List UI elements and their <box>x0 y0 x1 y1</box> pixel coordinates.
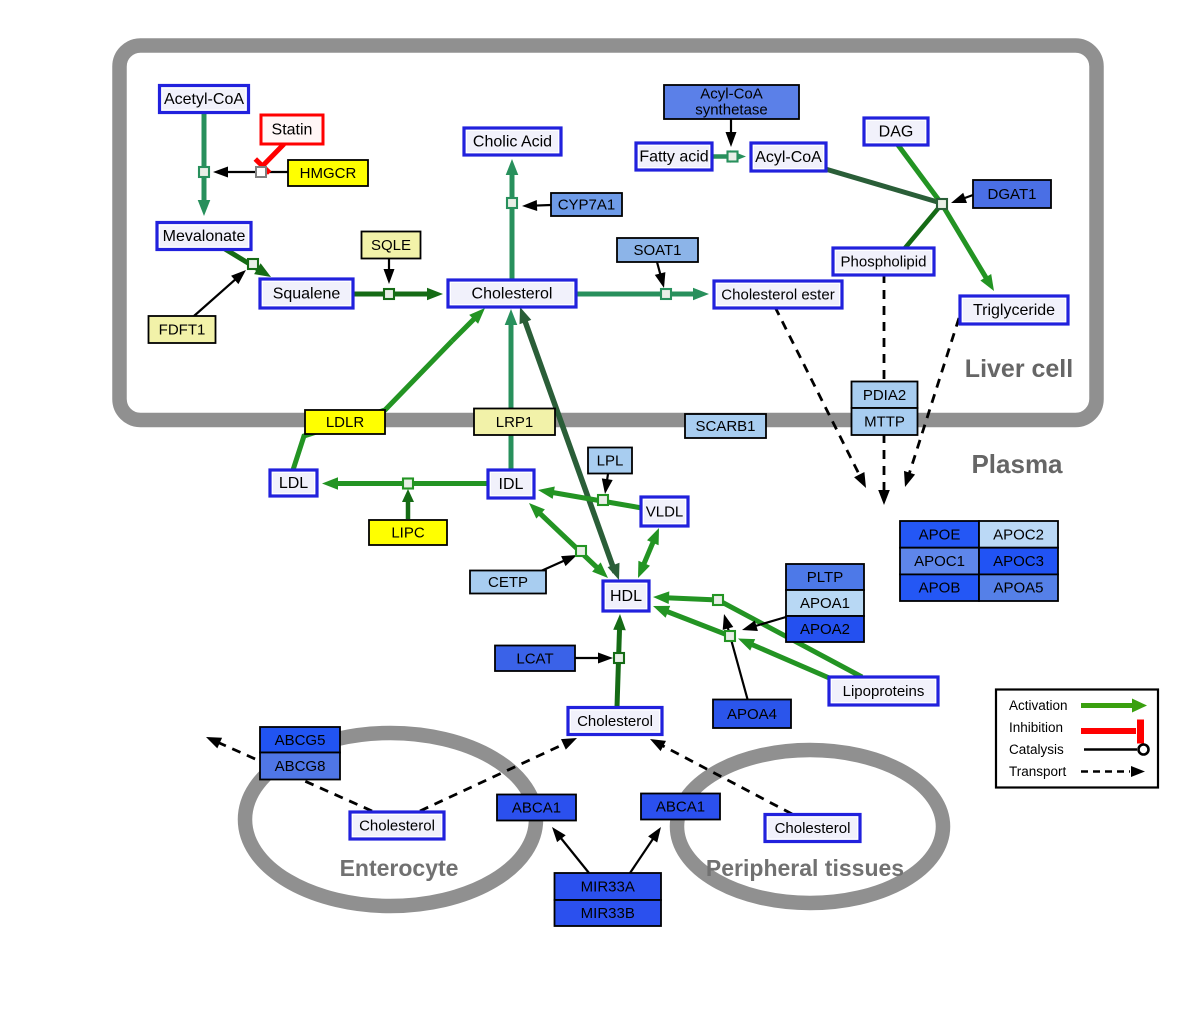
svg-text:MTTP: MTTP <box>864 414 905 431</box>
svg-text:Fatty acid: Fatty acid <box>639 149 708 166</box>
svg-text:MIR33B: MIR33B <box>581 905 635 922</box>
svg-text:Cholesterol: Cholesterol <box>577 713 653 730</box>
svg-text:DAG: DAG <box>879 124 914 141</box>
svg-text:Enterocyte: Enterocyte <box>340 855 459 881</box>
svg-text:APOC1: APOC1 <box>914 553 965 570</box>
svg-text:Catalysis: Catalysis <box>1009 742 1064 757</box>
svg-text:Triglyceride: Triglyceride <box>973 302 1055 319</box>
svg-text:SCARB1: SCARB1 <box>695 418 755 435</box>
svg-text:ABCG8: ABCG8 <box>275 758 326 775</box>
svg-text:Liver cell: Liver cell <box>965 355 1073 383</box>
svg-text:ABCA1: ABCA1 <box>656 799 705 816</box>
svg-text:APOC2: APOC2 <box>993 526 1044 543</box>
svg-text:CYP7A1: CYP7A1 <box>558 197 616 214</box>
svg-text:LPL: LPL <box>597 453 624 470</box>
svg-text:HMGCR: HMGCR <box>300 165 357 182</box>
svg-text:APOB: APOB <box>919 580 961 597</box>
svg-text:Cholesterol: Cholesterol <box>359 818 435 835</box>
svg-text:ABCG5: ABCG5 <box>275 732 326 749</box>
svg-text:Activation: Activation <box>1009 698 1068 713</box>
svg-text:LIPC: LIPC <box>391 525 425 542</box>
svg-text:Cholesterol: Cholesterol <box>472 286 553 303</box>
svg-text:Peripheral tissues: Peripheral tissues <box>706 855 904 881</box>
svg-text:SOAT1: SOAT1 <box>633 242 681 259</box>
svg-text:APOA1: APOA1 <box>800 595 850 612</box>
svg-text:Plasma: Plasma <box>971 449 1063 479</box>
svg-text:PDIA2: PDIA2 <box>863 387 906 404</box>
svg-text:HDL: HDL <box>610 588 642 605</box>
svg-text:Squalene: Squalene <box>273 286 341 303</box>
svg-text:VLDL: VLDL <box>646 504 684 521</box>
svg-text:Transport: Transport <box>1009 764 1067 779</box>
svg-text:Inhibition: Inhibition <box>1009 720 1063 735</box>
svg-text:Cholesterol ester: Cholesterol ester <box>721 287 834 304</box>
svg-text:MIR33A: MIR33A <box>581 879 635 896</box>
svg-text:synthetase: synthetase <box>695 102 768 119</box>
svg-text:APOA4: APOA4 <box>727 706 777 723</box>
svg-text:PLTP: PLTP <box>807 569 843 586</box>
svg-text:LDL: LDL <box>279 475 308 492</box>
svg-text:DGAT1: DGAT1 <box>988 186 1037 203</box>
svg-text:LDLR: LDLR <box>326 414 365 431</box>
svg-text:Cholesterol: Cholesterol <box>775 820 851 837</box>
svg-text:FDFT1: FDFT1 <box>159 322 206 339</box>
svg-text:Phospholipid: Phospholipid <box>841 254 927 271</box>
svg-text:LRP1: LRP1 <box>496 414 534 431</box>
svg-text:APOA5: APOA5 <box>993 580 1043 597</box>
svg-text:Acyl-CoA: Acyl-CoA <box>755 149 822 166</box>
svg-text:IDL: IDL <box>499 476 524 493</box>
svg-text:Lipoproteins: Lipoproteins <box>843 683 925 700</box>
svg-text:Mevalonate: Mevalonate <box>163 228 246 245</box>
svg-text:Acyl-CoA: Acyl-CoA <box>700 86 763 103</box>
svg-text:LCAT: LCAT <box>516 650 553 667</box>
svg-text:ABCA1: ABCA1 <box>512 800 561 817</box>
svg-text:Statin: Statin <box>272 122 313 139</box>
svg-text:CETP: CETP <box>488 574 528 591</box>
svg-text:APOC3: APOC3 <box>993 553 1044 570</box>
svg-text:SQLE: SQLE <box>371 237 411 254</box>
svg-text:Cholic Acid: Cholic Acid <box>473 134 552 151</box>
svg-text:Acetyl-CoA: Acetyl-CoA <box>164 91 244 108</box>
svg-text:APOA2: APOA2 <box>800 621 850 638</box>
svg-text:APOE: APOE <box>919 526 961 543</box>
